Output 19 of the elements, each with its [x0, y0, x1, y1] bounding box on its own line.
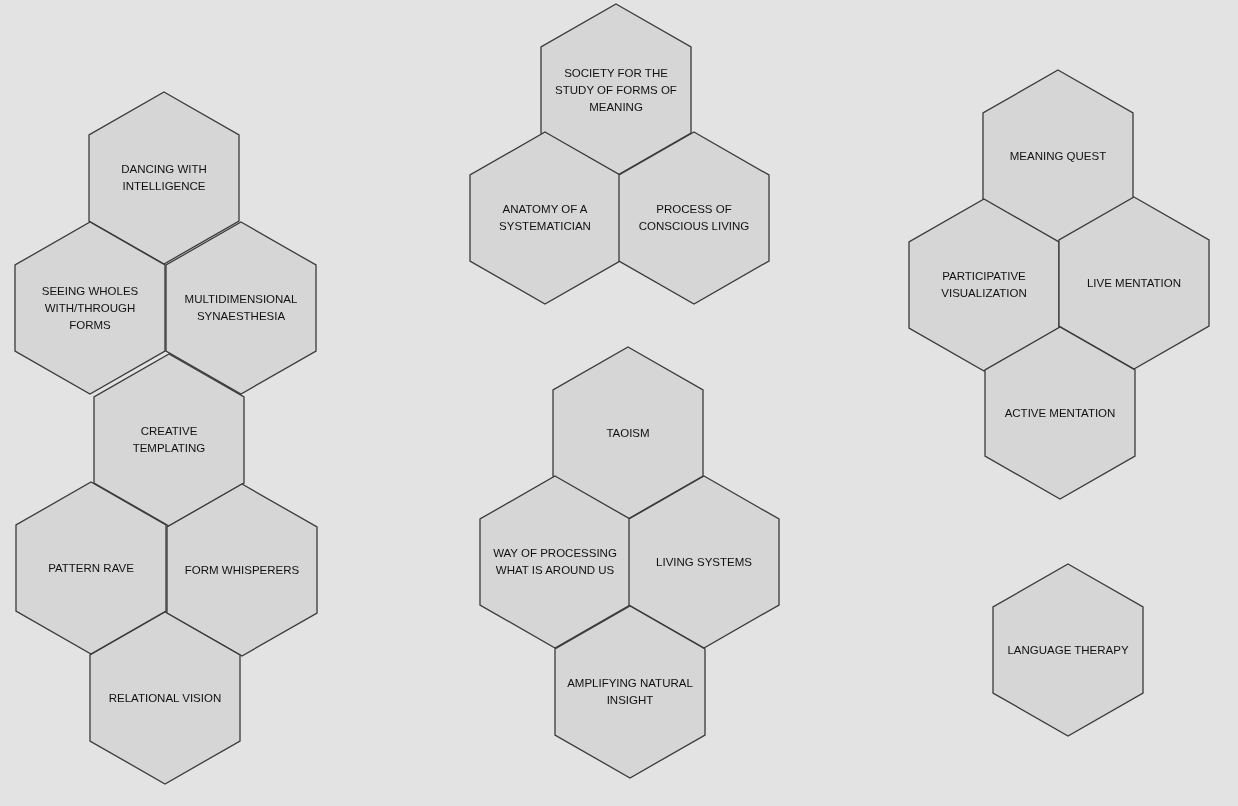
hexagon-label: AMPLIFYING NATURAL INSIGHT — [567, 676, 693, 708]
hexagon-label: PATTERN RAVE — [47, 560, 135, 576]
hexagon-label: MULTIDIMENSIONAL SYNAESTHESIA — [183, 292, 299, 324]
hexagon-label: LIVE MENTATION — [1085, 275, 1183, 291]
hexagon-label: CREATIVE TEMPLATING — [131, 424, 207, 456]
hexagon-label: WAY OF PROCESSING WHAT IS AROUND US — [492, 546, 618, 578]
hexagon-label: LANGUAGE THERAPY — [1006, 642, 1130, 658]
hexagon-label: ANATOMY OF A SYSTEMATICIAN — [498, 202, 592, 234]
hexagon-label: PROCESS OF CONSCIOUS LIVING — [637, 202, 751, 234]
hexagon-label: RELATIONAL VISION — [107, 690, 223, 706]
hexagon-label: SEEING WHOLES WITH/THROUGH FORMS — [40, 283, 140, 333]
hexagon-label: SOCIETY FOR THE STUDY OF FORMS OF MEANING — [554, 65, 678, 115]
hexagon-label: FORM WHISPERERS — [183, 562, 301, 578]
hexagon-label: PARTICIPATIVE VISUALIZATION — [940, 269, 1028, 301]
hexagon-label: TAOISM — [605, 425, 651, 441]
hexagon-label: ACTIVE MENTATION — [1003, 405, 1117, 421]
hexagon-label: MEANING QUEST — [1008, 148, 1108, 164]
hexagon-label: LIVING SYSTEMS — [655, 554, 753, 570]
hexagon-label: DANCING WITH INTELLIGENCE — [120, 162, 208, 194]
